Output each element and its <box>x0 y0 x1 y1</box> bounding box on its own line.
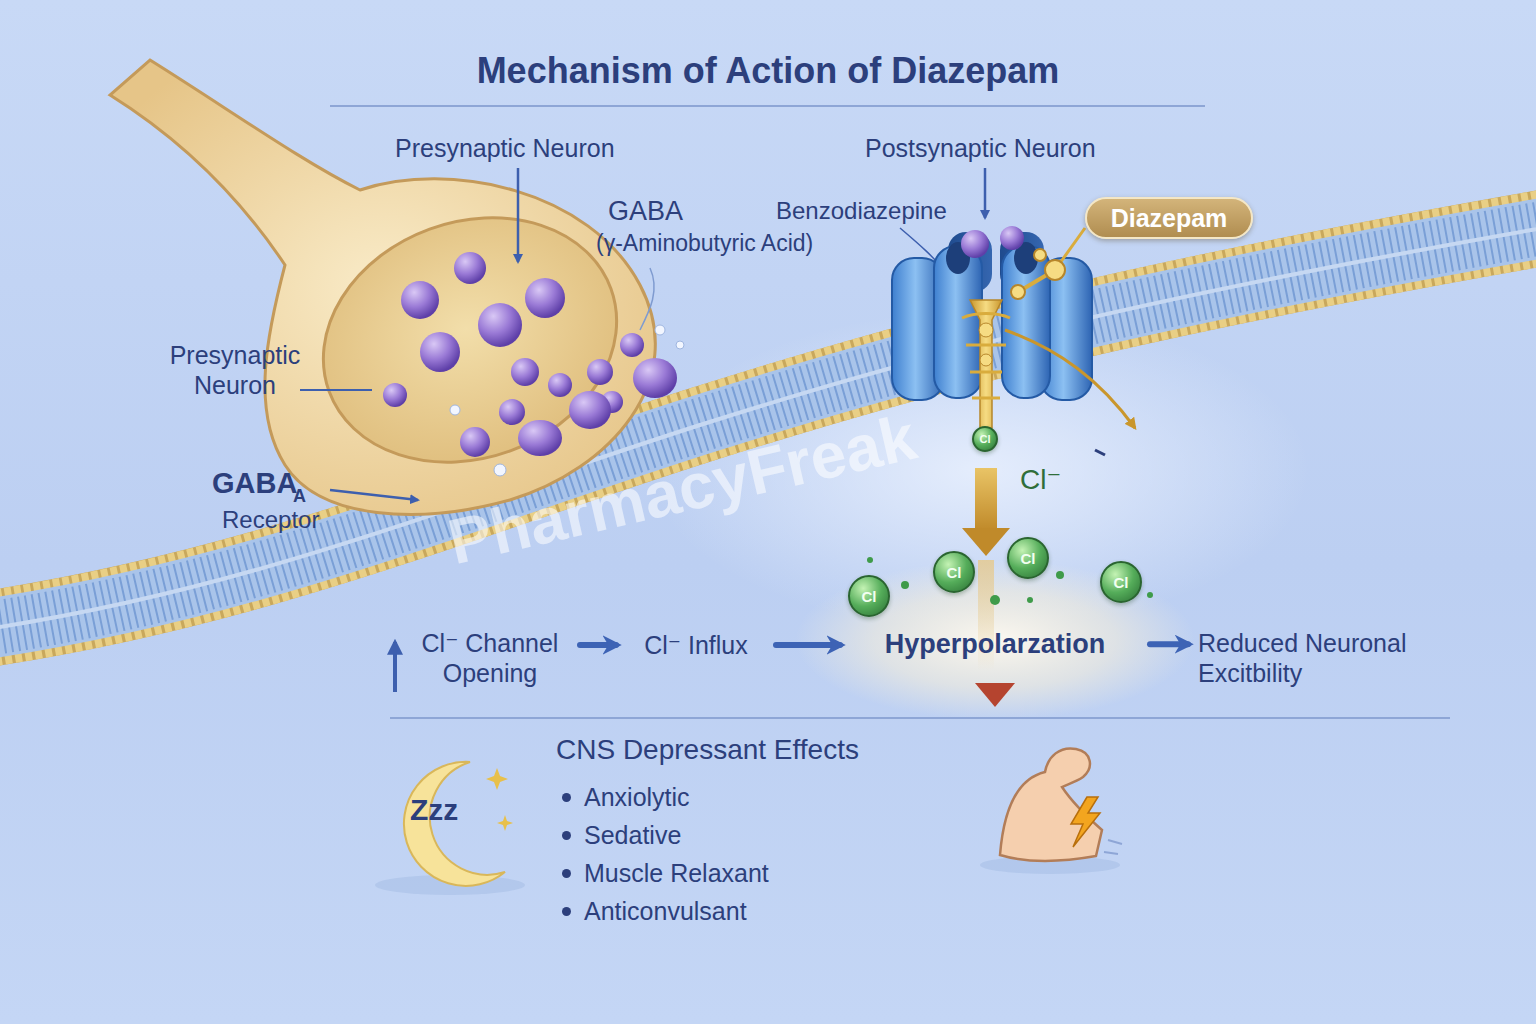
flow-step: Cl⁻ Influx <box>626 630 766 660</box>
leader-lines <box>300 168 985 692</box>
ion-symbol: Cl <box>1114 574 1129 591</box>
chloride-ion: Cl <box>933 551 975 593</box>
watermark: PharmacyFreak <box>441 399 923 581</box>
molecule-label: (γ-Aminobutyric Acid) <box>596 230 813 258</box>
presynaptic-terminal <box>110 60 655 514</box>
molecule-label: GABA <box>608 195 683 227</box>
chloride-flow-arrow <box>867 468 1153 707</box>
moon-icon <box>375 762 525 895</box>
hyperpolarization-glow <box>795 560 1195 720</box>
receptor-subscript: A <box>293 486 306 508</box>
chloride-ion: Cl <box>972 426 998 452</box>
chloride-ion: Cl <box>1100 561 1142 603</box>
chloride-ion: Cl <box>848 575 890 617</box>
cell-membrane <box>0 225 1536 630</box>
receptor-label: Receptor <box>222 506 319 535</box>
effect-item: Anticonvulsant <box>560 896 747 926</box>
neuron-label: Postsynaptic Neuron <box>865 133 1096 163</box>
neuron-label: Presynaptic Neuron <box>395 133 615 163</box>
flow-step: Reduced Neuronal Excitbility <box>1198 628 1468 688</box>
ion-symbol: Cl <box>862 588 877 605</box>
muscle-icon <box>980 748 1122 874</box>
sleep-symbol: Zzz <box>410 792 458 828</box>
site-label: Benzodiazepine <box>776 197 947 226</box>
effect-item: Muscle Relaxant <box>560 858 769 888</box>
diagram-title: Mechanism of Action of Diazepam <box>0 50 1536 92</box>
gaba-molecules <box>450 325 684 476</box>
ion-symbol: Cl <box>947 564 962 581</box>
effect-item: Anxiolytic <box>560 782 690 812</box>
flow-arrow <box>1150 641 1188 647</box>
ion-label: Cl⁻ <box>1020 463 1061 497</box>
step-text: Cl⁻ Channel Opening <box>410 628 570 688</box>
ion-symbol: Cl <box>980 433 991 445</box>
ion-symbol: Cl <box>1021 550 1036 567</box>
receptor-label: GABA <box>212 466 297 501</box>
gaba-a-receptor <box>892 226 1135 455</box>
flow-step: Cl⁻ Channel Opening <box>410 628 570 688</box>
section-heading: CNS Depressant Effects <box>556 733 859 767</box>
flow-step: Hyperpolarzation <box>850 628 1140 660</box>
chloride-ion: Cl <box>1007 537 1049 579</box>
section-rule <box>390 717 1450 719</box>
title-rule <box>330 105 1205 107</box>
step-text: Hyperpolarzation <box>850 628 1140 660</box>
flow-arrow <box>776 642 840 648</box>
drug-pill: Diazepam <box>1085 197 1253 239</box>
neuron-label: Presynaptic Neuron <box>150 340 320 400</box>
flow-arrow <box>580 642 616 648</box>
step-text: Reduced Neuronal Excitbility <box>1198 628 1468 688</box>
drug-name: Diazepam <box>1111 204 1228 233</box>
effect-item: Sedative <box>560 820 681 850</box>
step-text: Cl⁻ Influx <box>626 630 766 660</box>
